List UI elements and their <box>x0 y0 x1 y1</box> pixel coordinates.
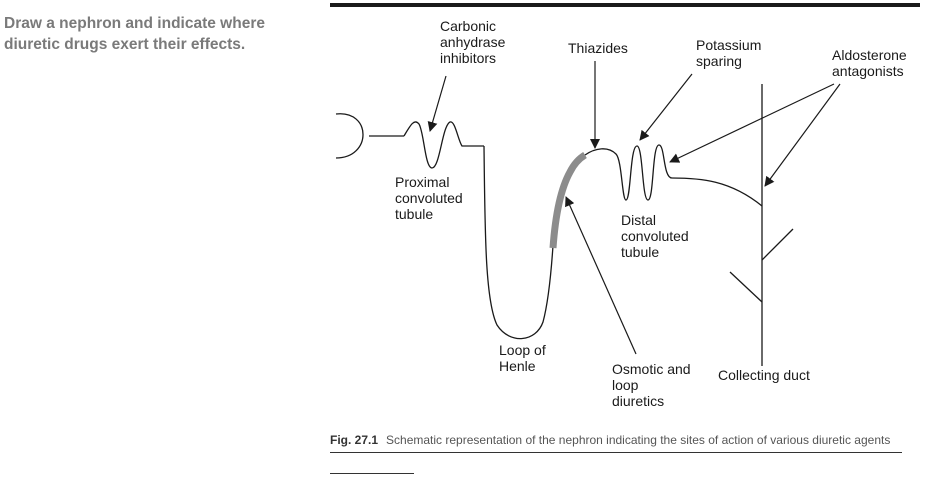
figure-caption: Fig. 27.1 Schematic representation of the… <box>330 431 920 450</box>
distal-convoluted-tubule <box>584 144 763 207</box>
top-rule <box>330 3 920 7</box>
arrow-osmotic-loop <box>565 196 637 355</box>
question-text: Draw a nephron and indicate where diuret… <box>4 15 265 53</box>
caption-text: Schematic representation of the nephron … <box>386 433 891 447</box>
loop-of-henle <box>483 145 554 340</box>
thick-ascending-limb <box>549 151 587 249</box>
label-collecting-duct: Collecting duct <box>718 367 810 383</box>
label-osmotic-loop-diuretics: Osmotic and loop diuretics <box>612 361 694 409</box>
label-distal-convoluted-tubule: Distal convoluted tubule <box>621 212 693 260</box>
collecting-duct-branch-lower <box>729 271 763 303</box>
label-thiazides: Thiazides <box>568 40 628 56</box>
proximal-convoluted-tubule <box>403 121 484 169</box>
caption-underline-short <box>330 473 414 474</box>
label-loop-of-henle: Loop of Henle <box>499 342 550 374</box>
label-carbonic-anhydrase: Carbonic anhydrase inhibitors <box>440 18 509 66</box>
label-aldosterone-antagonists: Aldosterone antagonists <box>832 47 911 79</box>
arrow-potassium-sparing <box>639 73 693 141</box>
figure-number: Fig. 27.1 <box>330 433 379 447</box>
arrow-aldosterone-dct <box>669 83 835 163</box>
collecting-duct-branch-upper <box>761 228 794 261</box>
arrow-aldosterone-collecting <box>764 83 841 187</box>
label-potassium-sparing: Potassium sparing <box>696 37 765 69</box>
arrow-carbonic-anhydrase <box>427 75 447 132</box>
caption-underline <box>330 452 902 453</box>
bowmans-capsule <box>335 113 364 159</box>
label-proximal-convoluted-tubule: Proximal convoluted tubule <box>395 174 467 222</box>
